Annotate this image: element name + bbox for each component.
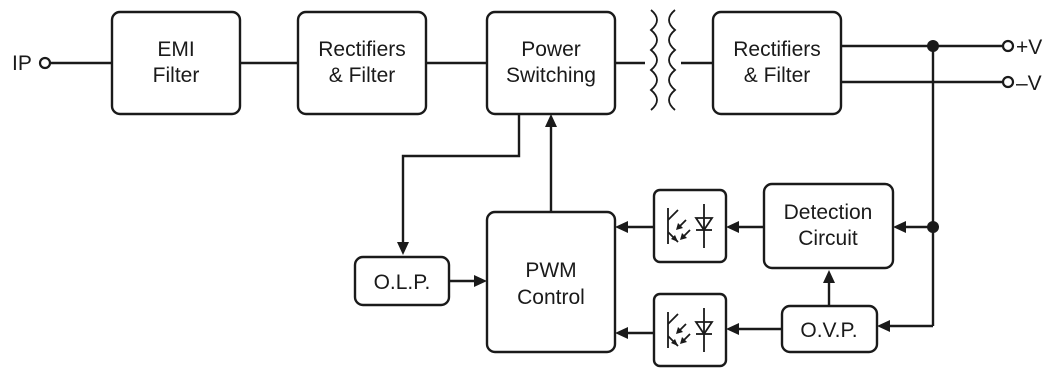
pos-out-label: +V xyxy=(1016,36,1042,59)
neg-out-label: –V xyxy=(1016,72,1042,95)
secondary-rectifier-label-2: & Filter xyxy=(744,64,811,87)
secondary-rectifier-label-1: Rectifiers xyxy=(733,38,821,61)
emi-filter-block: EMI Filter xyxy=(110,10,242,116)
power-switching-label-2: Switching xyxy=(506,64,596,87)
detection-label-1: Detection xyxy=(784,201,873,224)
ovp-label: O.V.P. xyxy=(800,319,857,342)
pwm-label-1: PWM xyxy=(525,259,576,282)
secondary-rectifier-block: Rectifiers & Filter xyxy=(711,10,843,116)
pwm-label-2: Control xyxy=(517,286,585,309)
pos-out-terminal xyxy=(1001,39,1015,53)
arrow-power-olp xyxy=(397,242,409,255)
optocoupler-icon xyxy=(652,292,728,368)
arrow-pwm-power xyxy=(545,114,557,127)
wire-power-olp xyxy=(401,114,521,242)
arrow-detect-opto1 xyxy=(726,221,739,233)
detection-label-2: Circuit xyxy=(798,227,858,250)
olp-label: O.L.P. xyxy=(374,271,431,294)
arrow-ovp-detect xyxy=(823,270,835,283)
arrow-opto2-pwm xyxy=(615,327,628,339)
neg-out-terminal xyxy=(1001,75,1015,89)
power-switching-block: Power Switching xyxy=(485,10,617,116)
transformer-icon xyxy=(649,9,677,111)
optocoupler-icon xyxy=(652,188,728,264)
arrow-olp-pwm xyxy=(474,275,487,287)
arrow-opto1-pwm xyxy=(615,221,628,233)
detection-circuit-block: Detection Circuit xyxy=(762,182,895,270)
input-label: IP xyxy=(12,52,32,75)
pwm-control-block: PWM Control xyxy=(485,210,617,354)
emi-filter-label-2: Filter xyxy=(153,64,200,87)
primary-rectifier-label-1: Rectifiers xyxy=(318,38,406,61)
arrow-to-ovp xyxy=(877,320,890,332)
ovp-block: O.V.P. xyxy=(780,304,879,354)
emi-filter-label-1: EMI xyxy=(157,38,194,61)
power-switching-label-1: Power xyxy=(521,38,581,61)
olp-block: O.L.P. xyxy=(353,255,451,307)
primary-rectifier-block: Rectifiers & Filter xyxy=(296,10,428,116)
input-terminal xyxy=(38,56,52,70)
arrow-ovp-opto2 xyxy=(726,323,739,335)
primary-rectifier-label-2: & Filter xyxy=(329,64,396,87)
arrow-to-detect xyxy=(893,221,906,233)
